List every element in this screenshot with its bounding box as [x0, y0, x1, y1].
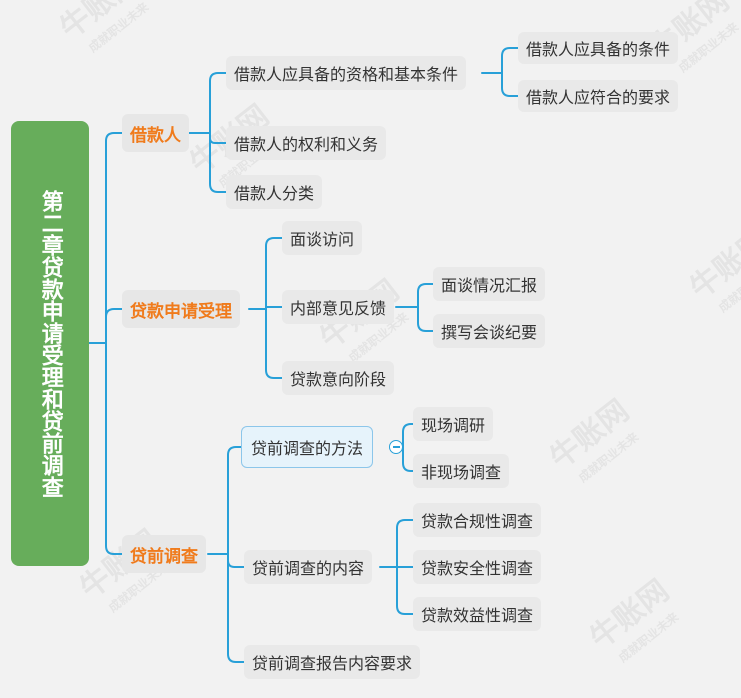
topic-offsite-investigation[interactable]: 非现场调查 [413, 454, 510, 488]
topic-borrower-requirements[interactable]: 借款人应符合的要求 [518, 80, 679, 112]
connector-application [248, 237, 283, 379]
topic-borrower-rights[interactable]: 借款人的权利和义务 [226, 126, 387, 160]
topic-investigation-report[interactable]: 贷前调查报告内容要求 [244, 645, 421, 679]
topic-borrower-classification[interactable]: 借款人分类 [226, 175, 323, 209]
topic-interview[interactable]: 面谈访问 [282, 221, 363, 255]
connector-feedback [395, 283, 434, 332]
connector-content [379, 519, 414, 615]
topic-investigation-content[interactable]: 贷前调查的内容 [244, 550, 373, 584]
topic-meeting-minutes[interactable]: 撰写会谈纪要 [433, 314, 546, 348]
topic-internal-feedback[interactable]: 内部意见反馈 [282, 290, 395, 324]
connector-borrower [187, 72, 227, 193]
topic-loan-intention[interactable]: 贷款意向阶段 [282, 361, 395, 395]
topic-borrower-qualification[interactable]: 借款人应具备的资格和基本条件 [226, 56, 467, 90]
connector-qualification [481, 47, 519, 97]
topic-investigation-methods[interactable]: 贷前调查的方法 [241, 426, 374, 468]
collapse-toggle[interactable] [389, 440, 403, 454]
root-topic[interactable]: 第二章贷款申请受理和贷前调查 [11, 121, 89, 566]
topic-onsite-research[interactable]: 现场调研 [413, 407, 494, 441]
topic-interview-report[interactable]: 面谈情况汇报 [433, 267, 546, 301]
topic-profitability[interactable]: 贷款效益性调查 [413, 597, 542, 631]
connector-root [88, 132, 123, 555]
topic-borrower-conditions[interactable]: 借款人应具备的条件 [518, 32, 679, 64]
connector-methods [402, 423, 414, 472]
connector-investigation [207, 446, 245, 663]
topic-borrower[interactable]: 借款人 [122, 114, 189, 152]
topic-pre-loan-investigation[interactable]: 贷前调查 [122, 535, 206, 573]
topic-safety[interactable]: 贷款安全性调查 [413, 550, 542, 584]
root-topic-label: 第二章贷款申请受理和贷前调查 [37, 189, 63, 498]
topic-compliance[interactable]: 贷款合规性调查 [413, 503, 542, 537]
topic-loan-application[interactable]: 贷款申请受理 [122, 290, 240, 328]
